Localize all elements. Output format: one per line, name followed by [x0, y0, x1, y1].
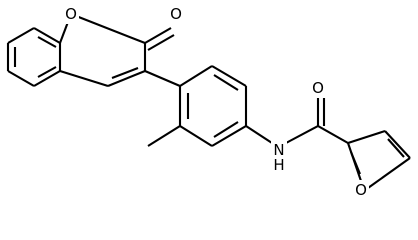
bond-line: [7, 27, 35, 44]
bond-line: [179, 65, 213, 87]
bond-line: [107, 70, 146, 87]
bond-line: [213, 121, 239, 138]
amide-nitrogen-bg: [271, 140, 287, 160]
bond-line: [144, 70, 181, 87]
bond-line: [384, 130, 411, 159]
bond-line: [179, 125, 213, 147]
ring-oxygen-bg: [63, 4, 79, 24]
ring-oxygen-label: O: [65, 5, 77, 23]
bond-line: [213, 74, 239, 91]
bond-line: [245, 125, 273, 144]
bond-line: [285, 125, 319, 144]
bond-line: [147, 34, 175, 51]
carbonyl-oxygen-label: O: [170, 5, 182, 23]
molecule-structure-diagram: O O O N H O: [6, 4, 411, 200]
bond-line: [147, 125, 181, 147]
bond-line: [211, 65, 247, 87]
bond-line: [317, 125, 349, 144]
bond-line: [350, 151, 361, 175]
bond-line: [367, 157, 411, 189]
atom-labels: O O O N H O: [63, 4, 369, 200]
bond-line: [33, 70, 61, 87]
amide-hydrogen-bg: [271, 156, 287, 174]
bond-line: [37, 66, 57, 78]
bond-line: [70, 13, 146, 44]
amide-oxygen-bg: [310, 78, 326, 98]
bond-line: [211, 125, 247, 147]
furan-oxygen-bg: [353, 180, 369, 200]
bond-line: [144, 27, 172, 44]
bond-line: [33, 27, 61, 44]
furan-oxygen-label: O: [355, 181, 367, 199]
bond-line: [37, 36, 57, 48]
bond-line: [387, 138, 405, 158]
bond-line: [7, 70, 35, 87]
bond-line: [347, 130, 386, 144]
carbonyl-oxygen-bg: [168, 4, 184, 24]
bond-line: [111, 67, 139, 79]
amide-nitrogen-label: N: [273, 141, 284, 159]
amide-oxygen-label: O: [312, 79, 324, 97]
amide-hydrogen-label: H: [273, 156, 284, 174]
bond-lines: [6, 13, 411, 189]
bond-line: [59, 69, 109, 88]
